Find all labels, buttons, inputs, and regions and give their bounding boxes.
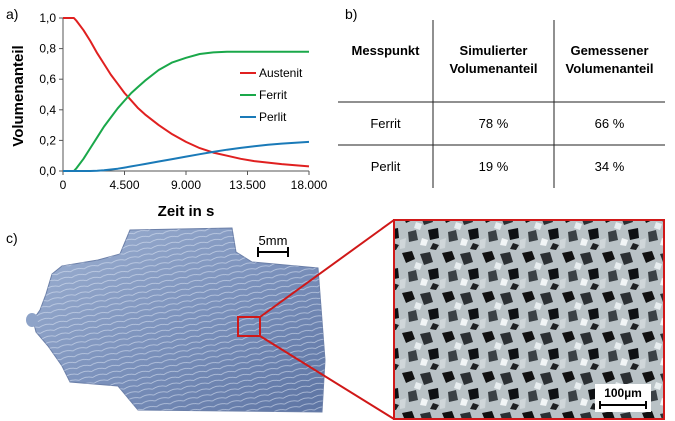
- table-header-line: Gemessener: [570, 43, 649, 58]
- microstructure-figure: 5mm 100µm: [26, 219, 665, 420]
- table-header-line: Volumenanteil: [565, 61, 654, 76]
- table-header-cell: Simulierter Volumenanteil: [433, 42, 554, 78]
- table-header-cell: Messpunkt: [338, 42, 433, 60]
- volume-fraction-chart: 0,0 0,2 0,4 0,6 0,8 1,0 0 4.500 9.000 13.500 18.00…: [10, 11, 328, 220]
- table-header-line: Volumenanteil: [449, 61, 538, 76]
- x-tick-label: 18.000: [291, 178, 328, 192]
- table-cell: 19 %: [478, 159, 509, 174]
- y-tick-label: 0,8: [39, 42, 56, 56]
- part-scale-label: 5mm: [259, 233, 288, 248]
- table-grid-lines: [338, 20, 665, 188]
- table-header-cell: Gemessener Volumenanteil: [554, 42, 665, 78]
- x-tick-label: 0: [60, 178, 67, 192]
- table-header-line: Messpunkt: [351, 43, 420, 58]
- forged-part-image: [26, 227, 326, 413]
- panel-a-label: a): [6, 6, 19, 22]
- series-line-perlit: [63, 140, 310, 172]
- zoom-region-box: [237, 316, 261, 337]
- panel-c-label: c): [6, 230, 18, 246]
- y-axis-label: Volumenanteil: [10, 45, 27, 146]
- table-cell: 78 %: [478, 116, 509, 131]
- panel-b-label: b): [345, 6, 358, 22]
- y-tick-label: 0,6: [39, 72, 56, 86]
- table-header-line: Simulierter: [459, 43, 528, 58]
- y-tick-label: 0,2: [39, 133, 56, 147]
- table-cell: 34 %: [594, 159, 625, 174]
- x-axis-label: Zeit in s: [158, 203, 215, 220]
- zoom-connector-line: [259, 335, 395, 420]
- volume-fraction-table: Messpunkt Simulierter Volumenanteil Geme…: [338, 20, 665, 188]
- micro-scale-background: [595, 384, 651, 412]
- series-line-austenit: [63, 17, 310, 168]
- x-tick-label: 9.000: [171, 178, 201, 192]
- table-cell: Perlit: [370, 159, 401, 174]
- y-tick-label: 0,4: [39, 103, 56, 117]
- x-tick-label: 13.500: [229, 178, 266, 192]
- legend-label-perlit: Perlit: [259, 110, 287, 124]
- table-cell: 66 %: [594, 116, 625, 131]
- x-tick-label: 4.500: [109, 178, 139, 192]
- legend-label-ferrit: Ferrit: [259, 88, 288, 102]
- y-tick-label: 1,0: [39, 11, 56, 25]
- zoom-connector-line: [259, 219, 395, 318]
- legend-label-austenit: Austenit: [259, 66, 303, 80]
- table-cell: Ferrit: [370, 116, 401, 131]
- forged-part-flowlines: [33, 228, 325, 412]
- series-line-ferrit: [63, 50, 309, 172]
- forged-part-tip: [26, 313, 38, 327]
- micro-scale-label: 100µm: [604, 386, 642, 400]
- y-tick-label: 0,0: [39, 164, 56, 178]
